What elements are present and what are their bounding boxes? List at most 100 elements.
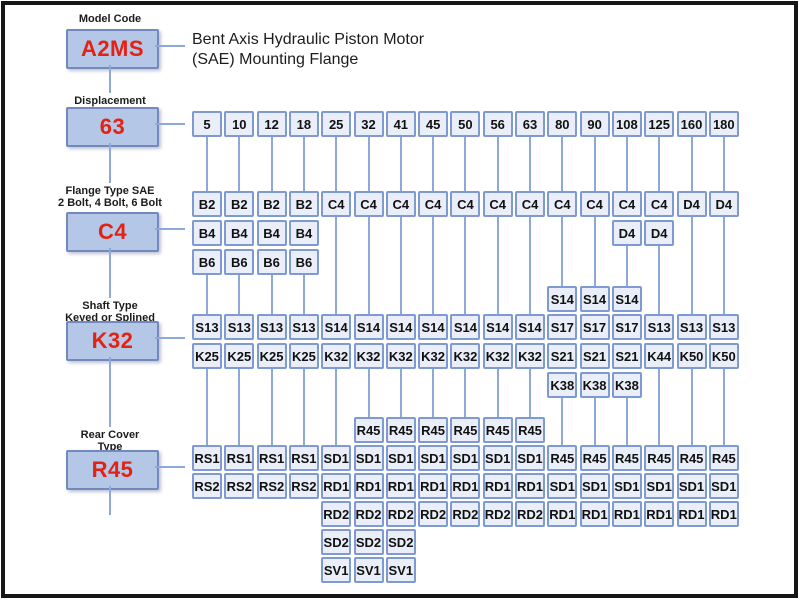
grid-cell-shaft-row-1-col90: S17 [579,314,610,340]
grid-cell-displacement-row-col41: 41 [385,111,416,137]
grid-cell-flange-row-1-col80: C4 [547,191,578,217]
grid-cell-flange-row-1-col63: C4 [515,191,545,217]
column-line [561,137,564,191]
column-line [593,398,596,445]
panel-connector-line [155,123,185,125]
grid-cell-rear-cover-row-1-col125: R45 [644,445,675,471]
grid-cell-rear-cover-row-3-col90: RD1 [579,501,610,527]
column-line [690,137,693,191]
grid-cell-flange-row-3-col12: B6 [256,249,287,275]
grid-cell-shaft-row-1-col63: S14 [515,314,545,340]
column-line [335,137,338,191]
grid-cell-rear-cover-row-3-col125: RD1 [644,501,675,527]
grid-cell-displacement-row-col5: 5 [192,111,222,137]
grid-cell-shaft-row-1-col108: S17 [611,314,642,340]
column-line [690,369,693,445]
grid-cell-displacement-row-col10: 10 [224,111,255,137]
grid-cell-shaft-row-1-col32: S14 [353,314,384,340]
displacement-value: 63 [99,114,126,139]
column-line [302,369,305,445]
column-line [722,217,725,314]
grid-cell-rear-cover-row-top-col41: R45 [385,417,416,443]
grid-cell-flange-row-1-col18: B2 [288,191,319,217]
column-line [625,398,628,445]
grid-cell-rear-cover-row-4-col25: SD2 [321,529,352,555]
grid-cell-shaft-row-bottom-col108: K38 [611,372,642,398]
column-line [206,369,208,445]
left-chain-line [109,143,111,183]
grid-cell-shaft-row-1-col160: S13 [676,314,707,340]
grid-cell-shaft-row-2-col45: K32 [418,343,449,369]
grid-cell-rear-cover-row-3-col108: RD1 [611,501,642,527]
grid-cell-flange-row-2-col10: B4 [224,220,255,246]
grid-cell-shaft-row-top-col80: S14 [547,286,578,312]
column-line [496,217,499,314]
model-code-box: A2MS [66,29,159,69]
column-line [302,137,305,191]
grid-cell-shaft-row-1-col80: S17 [547,314,578,340]
grid-cell-rear-cover-row-1-col45: SD1 [418,445,449,471]
flange-type-value: C4 [97,219,128,244]
grid-cell-shaft-row-1-col56: S14 [482,314,513,340]
grid-cell-rear-cover-row-top-col63: R45 [515,417,545,443]
grid-cell-rear-cover-row-2-col63: RD1 [515,473,545,499]
displacement-label-line: Displacement [74,95,146,107]
panel-connector-line [155,337,185,339]
grid-cell-flange-row-1-col5: B2 [192,191,222,217]
grid-cell-rear-cover-row-1-col5: RS1 [192,445,222,471]
grid-cell-rear-cover-row-1-col160: R45 [676,445,707,471]
column-line [496,369,499,417]
panel-connector-line [155,228,185,230]
grid-cell-rear-cover-row-2-col12: RS2 [256,473,287,499]
column-line [432,217,435,314]
grid-cell-rear-cover-row-3-col160: RD1 [676,501,707,527]
column-line [658,369,661,445]
grid-cell-rear-cover-row-1-col63: SD1 [515,445,545,471]
column-line [529,137,531,191]
grid-cell-displacement-row-col63: 63 [515,111,545,137]
grid-cell-rear-cover-row-3-col50: RD2 [450,501,481,527]
grid-cell-displacement-row-col32: 32 [353,111,384,137]
grid-cell-flange-row-1-col160: D4 [676,191,707,217]
column-line [399,217,402,314]
column-line [464,369,467,417]
column-line [593,217,596,286]
grid-cell-rear-cover-row-2-col45: RD1 [418,473,449,499]
grid-cell-rear-cover-row-4-col32: SD2 [353,529,384,555]
grid-cell-flange-row-2-col125: D4 [644,220,675,246]
grid-cell-rear-cover-row-3-col25: RD2 [321,501,352,527]
grid-cell-rear-cover-row-3-col63: RD2 [515,501,545,527]
grid-cell-rear-cover-row-1-col12: RS1 [256,445,287,471]
shaft-type-box: K32 [66,321,159,361]
grid-cell-shaft-row-2-col180: K50 [708,343,739,369]
grid-cell-flange-row-1-col10: B2 [224,191,255,217]
grid-cell-rear-cover-row-2-col160: SD1 [676,473,707,499]
grid-cell-rear-cover-row-1-col108: R45 [611,445,642,471]
grid-cell-flange-row-1-col125: C4 [644,191,675,217]
column-line [529,217,531,314]
grid-cell-displacement-row-col108: 108 [611,111,642,137]
rear-cover-type-value: R45 [91,457,134,482]
shaft-type-value: K32 [91,328,134,353]
grid-cell-rear-cover-row-5-col41: SV1 [385,557,416,583]
grid-cell-displacement-row-col90: 90 [579,111,610,137]
grid-cell-shaft-row-2-col56: K32 [482,343,513,369]
column-line [367,369,370,417]
grid-cell-flange-row-1-col180: D4 [708,191,739,217]
column-line [238,275,241,314]
column-line [367,217,370,314]
grid-cell-rear-cover-row-1-col56: SD1 [482,445,513,471]
left-chain-line [109,357,111,427]
column-line [561,398,564,445]
column-line [399,369,402,417]
grid-cell-flange-row-1-col41: C4 [385,191,416,217]
grid-cell-rear-cover-row-1-col41: SD1 [385,445,416,471]
grid-cell-shaft-row-2-col160: K50 [676,343,707,369]
grid-cell-flange-row-3-col10: B6 [224,249,255,275]
grid-cell-displacement-row-col180: 180 [708,111,739,137]
grid-cell-shaft-row-2-col80: S21 [547,343,578,369]
rear-cover-type-label-line: Rear Cover [80,429,140,441]
column-line [464,137,467,191]
grid-cell-shaft-row-top-col90: S14 [579,286,610,312]
